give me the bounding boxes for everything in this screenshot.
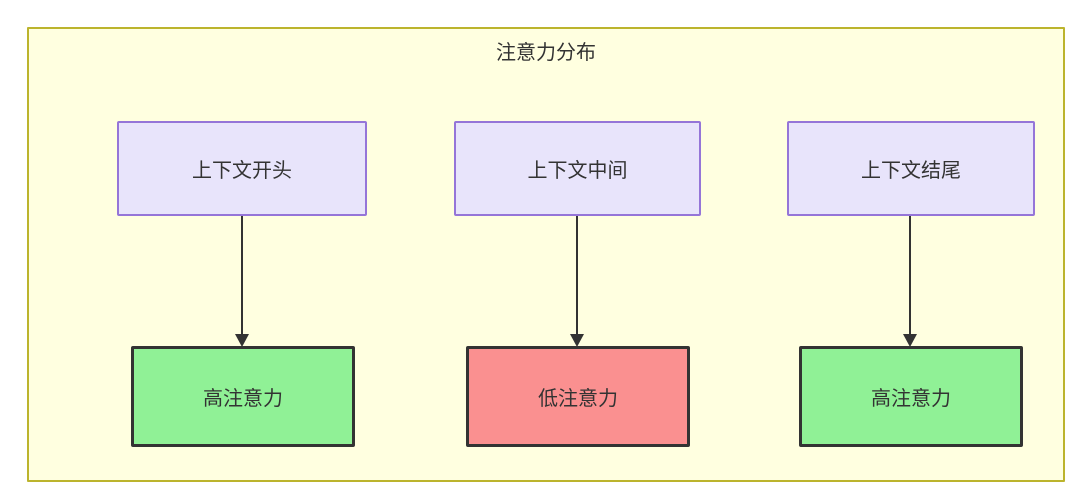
node-label: 上下文开头	[192, 160, 292, 182]
subgraph-title: 注意力分布	[496, 42, 596, 64]
node-context-start[interactable]: 上下文开头	[117, 121, 367, 216]
edge-arrow-end	[899, 216, 921, 348]
node-attention-middle[interactable]: 低注意力	[466, 346, 690, 447]
node-label: 上下文中间	[527, 160, 628, 182]
node-context-end[interactable]: 上下文结尾	[787, 121, 1035, 216]
node-label: 高注意力	[203, 388, 283, 410]
node-attention-end[interactable]: 高注意力	[799, 346, 1023, 447]
edge-arrow-middle	[566, 216, 588, 348]
edge-arrow-start	[231, 216, 253, 348]
attention-distribution-subgraph: 注意力分布 上下文开头 上下文中间 上下文结尾 高注意力 低注意力 高注意力	[27, 27, 1065, 482]
node-attention-start[interactable]: 高注意力	[131, 346, 355, 447]
node-label: 低注意力	[538, 388, 618, 410]
node-context-middle[interactable]: 上下文中间	[454, 121, 701, 216]
node-label: 高注意力	[871, 388, 951, 410]
node-label: 上下文结尾	[861, 160, 961, 182]
